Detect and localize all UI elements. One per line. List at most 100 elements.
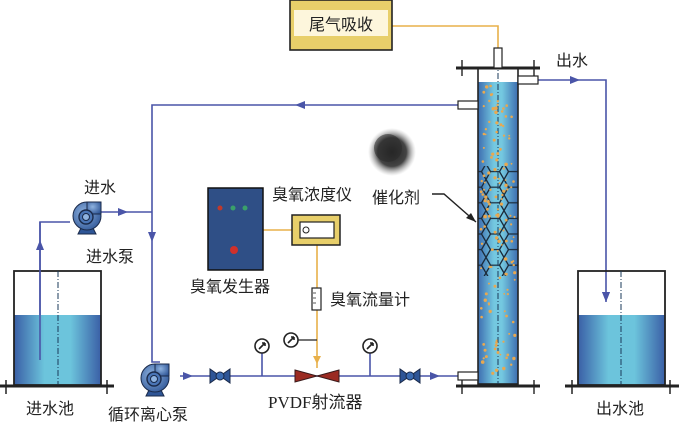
bubble	[498, 177, 500, 180]
bubble	[491, 248, 494, 252]
bubble	[494, 110, 498, 115]
bubble	[483, 188, 485, 191]
bubble	[488, 265, 492, 269]
bubble	[479, 190, 483, 194]
bubble	[490, 266, 493, 268]
arrow-left-icon	[295, 101, 305, 109]
bubble	[512, 356, 516, 361]
bubble	[508, 134, 511, 137]
pressure-gauge-gas	[283, 332, 317, 348]
bubble	[495, 158, 499, 162]
bubble	[493, 176, 497, 180]
inlet-pump-label: 进水泵	[86, 247, 134, 266]
bubble	[483, 298, 487, 302]
arrow-down-icon	[313, 356, 321, 364]
bubble	[504, 239, 508, 243]
exhaust-absorption-label: 尾气吸收	[309, 15, 373, 34]
bubble	[497, 239, 501, 243]
indicator-light-icon	[242, 205, 248, 211]
bubble	[502, 124, 505, 128]
bubble	[488, 120, 491, 124]
arrow-down-icon	[148, 232, 156, 242]
bubble	[503, 310, 506, 313]
pressure-gauge-left	[254, 338, 270, 354]
arrow-icon	[466, 213, 476, 222]
bubble	[484, 195, 488, 199]
bubble	[510, 186, 513, 189]
bubble	[482, 132, 486, 136]
bubble	[501, 244, 503, 246]
pvdf-ejector	[294, 369, 340, 383]
bubble	[479, 227, 483, 231]
bubble	[487, 214, 491, 218]
pressure-gauge-right	[362, 338, 378, 354]
bubble	[512, 263, 515, 267]
bubble	[506, 188, 509, 191]
valve-left	[209, 368, 231, 384]
arrow-right-icon	[570, 76, 580, 84]
bubble	[482, 90, 486, 94]
bubble	[490, 156, 493, 159]
bubble	[499, 353, 502, 356]
bubble	[487, 171, 491, 175]
bubble	[504, 179, 507, 182]
bubble	[512, 260, 515, 263]
bubble	[491, 152, 495, 156]
bubble	[512, 236, 515, 239]
ozone-flowmeter-label: 臭氧流量计	[330, 290, 410, 309]
bubble	[488, 202, 491, 206]
bubble	[482, 105, 485, 108]
bubble	[506, 293, 509, 296]
bubble	[510, 363, 513, 366]
bubble	[482, 357, 485, 360]
bubble	[494, 236, 499, 240]
bubble	[500, 198, 503, 200]
bubble	[496, 249, 499, 252]
inlet-water-label: 进水	[84, 178, 116, 197]
ozone-concentration-meter	[291, 214, 341, 246]
bubble	[482, 146, 485, 149]
bubble	[484, 292, 488, 296]
bubble	[493, 168, 497, 172]
bubble	[502, 340, 505, 343]
bubble	[506, 353, 510, 357]
bubble	[491, 107, 495, 111]
valve-right	[399, 368, 421, 384]
bubble	[480, 242, 484, 245]
bubble	[502, 366, 506, 371]
circulation-pump-label: 循环离心泵	[108, 405, 188, 424]
outlet-pipe	[538, 79, 607, 302]
bubble	[505, 104, 509, 107]
exhaust-absorption-box: 尾气吸收	[289, 0, 393, 51]
bubble	[502, 134, 506, 137]
bubble	[489, 188, 492, 191]
bubble	[512, 180, 515, 183]
catalyst-pointer-line	[432, 193, 477, 223]
bubble	[491, 371, 495, 375]
arrow-right-icon	[118, 208, 128, 216]
bubble	[510, 223, 513, 226]
bubble	[482, 343, 486, 346]
bubble	[485, 85, 489, 89]
bubble	[480, 179, 483, 183]
bubble	[488, 309, 492, 314]
bubble	[495, 341, 498, 344]
bubble	[511, 320, 515, 324]
bubble	[489, 84, 492, 88]
bubble	[513, 215, 516, 219]
bubble	[513, 271, 517, 275]
bubble	[503, 293, 506, 295]
bubble	[481, 160, 485, 163]
bubble	[491, 93, 494, 96]
bubble	[502, 189, 506, 193]
bubble	[483, 199, 487, 203]
outlet-tank	[565, 270, 679, 394]
bubble	[496, 208, 499, 211]
bubble	[496, 351, 500, 354]
bubble	[513, 278, 516, 281]
bubble	[495, 339, 498, 342]
bubble	[510, 162, 513, 165]
bubble	[496, 152, 500, 156]
exhaust-pipe	[392, 25, 499, 48]
